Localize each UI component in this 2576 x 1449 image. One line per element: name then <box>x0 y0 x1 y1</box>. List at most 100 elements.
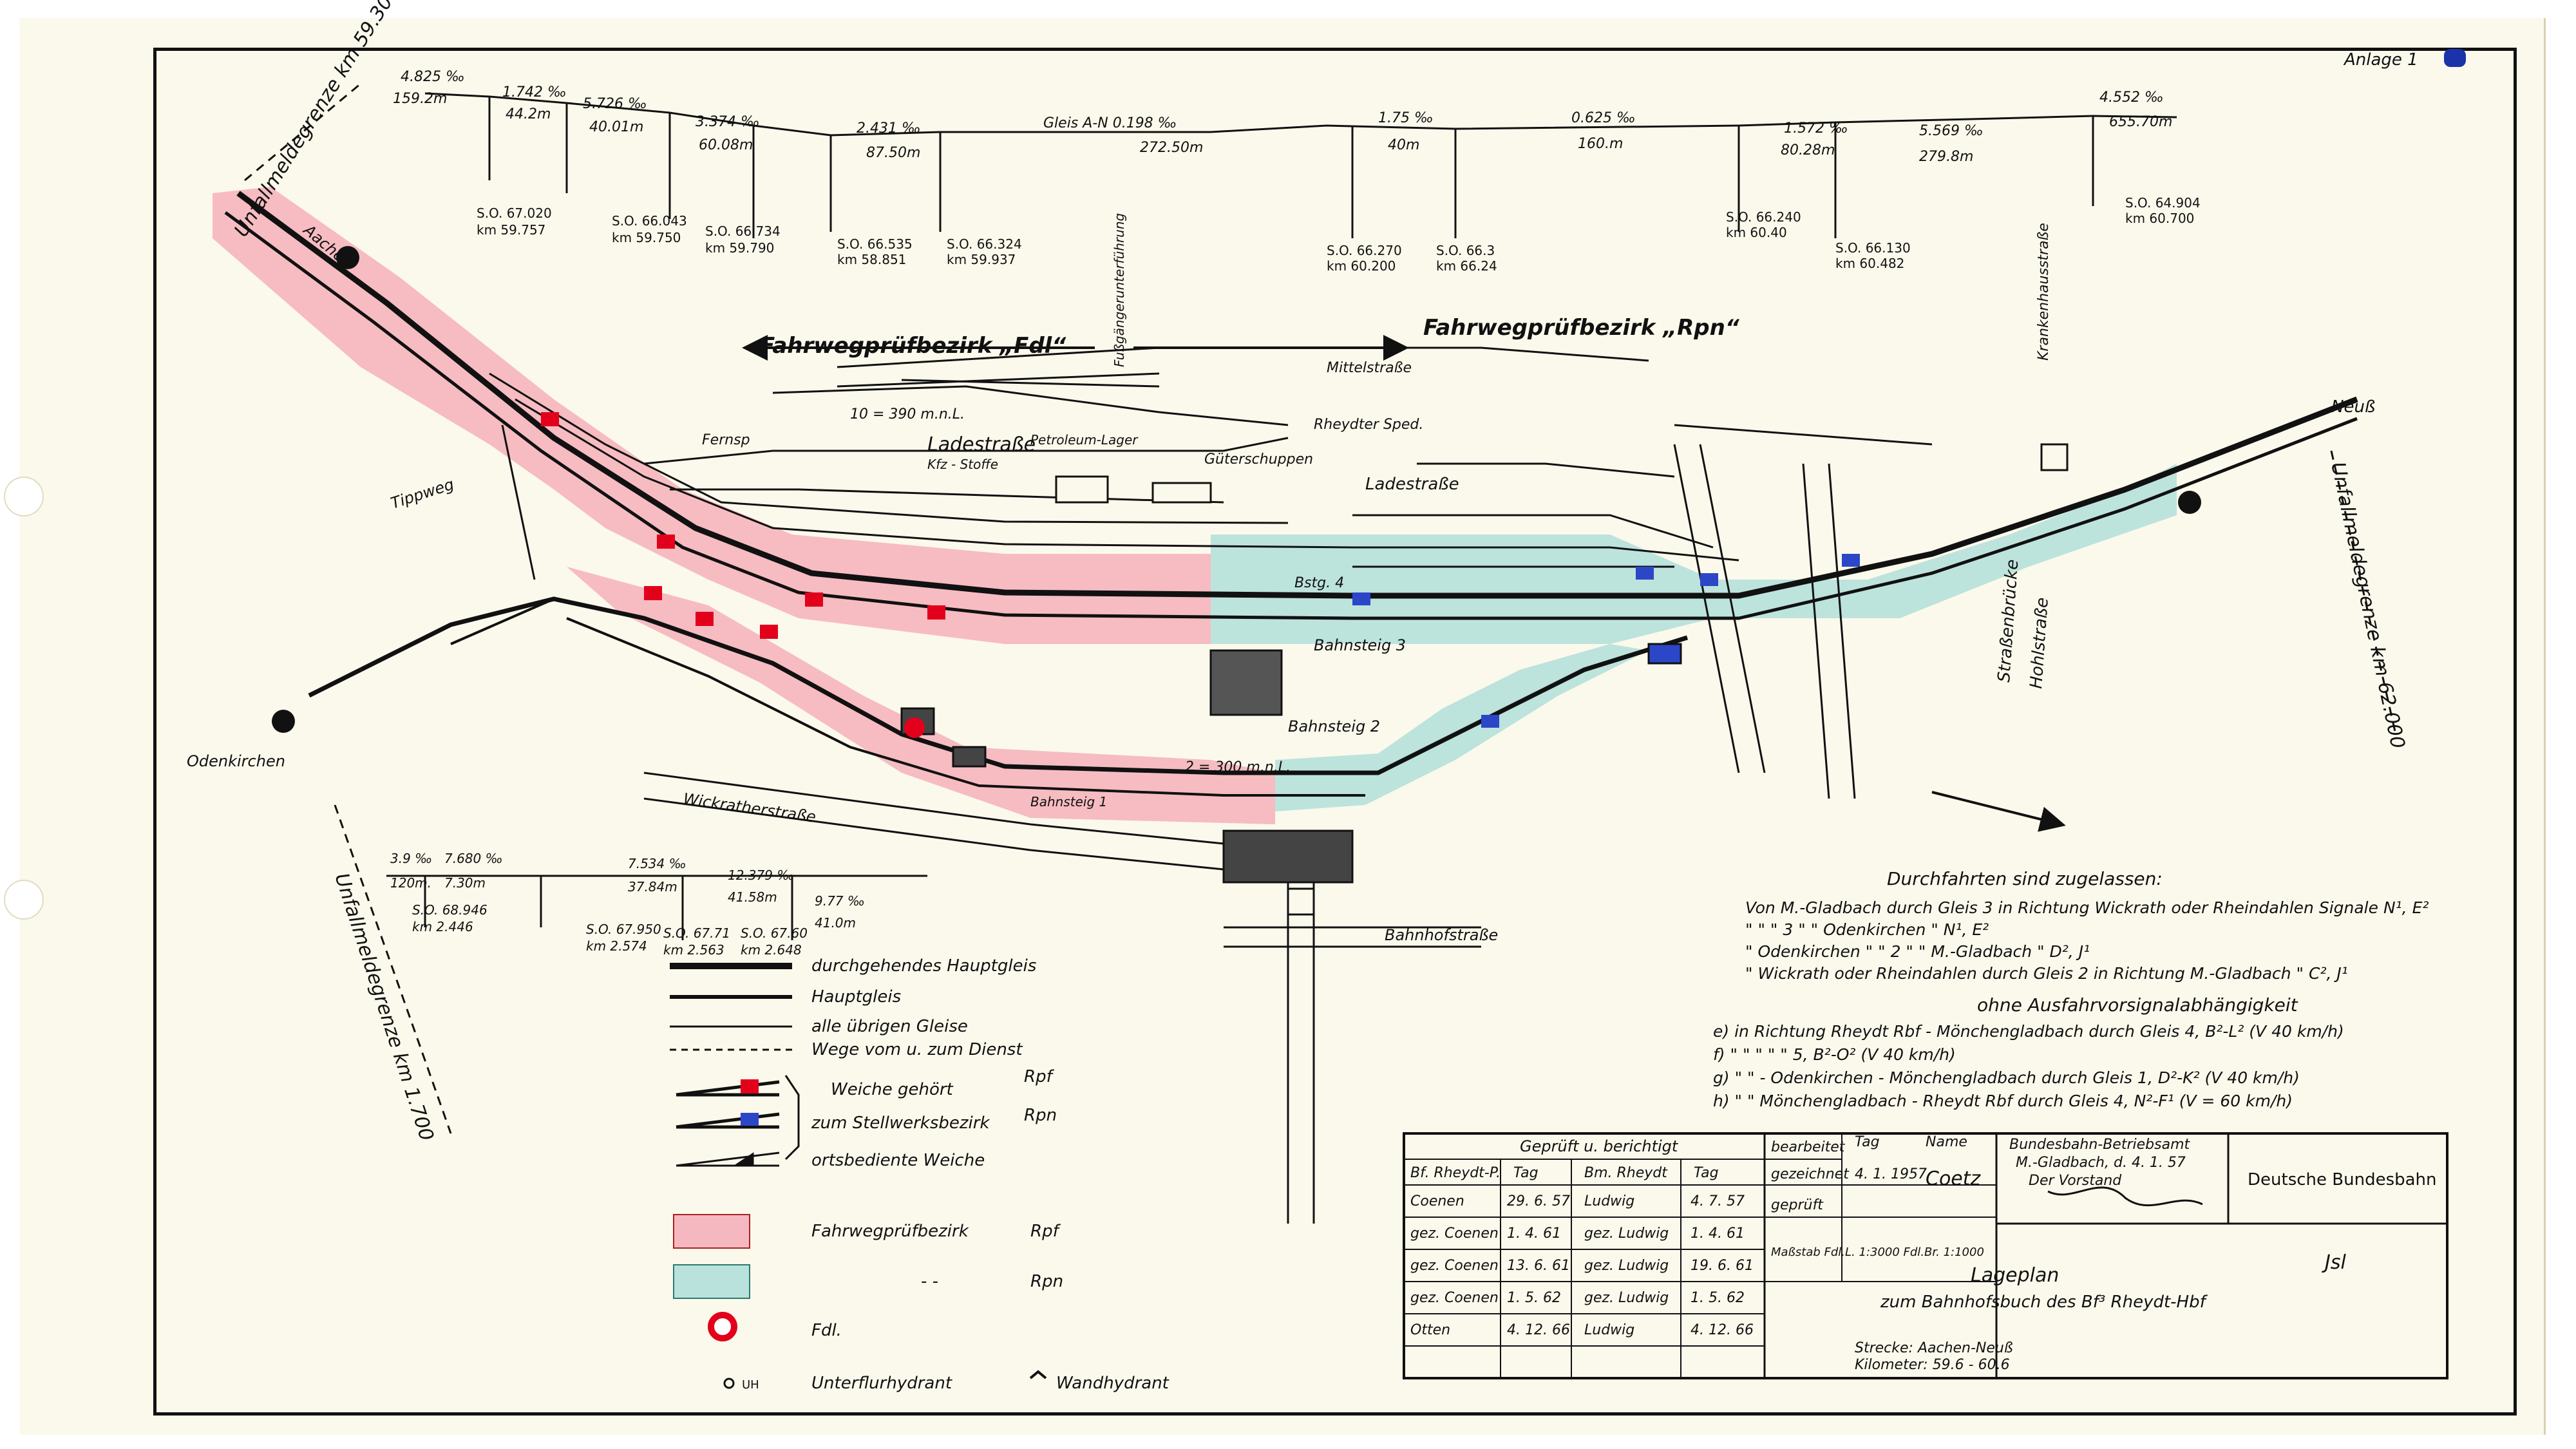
plan-frame <box>153 48 2517 1416</box>
gradient-length: 44.2m <box>506 106 551 122</box>
date: 29. 6. 57 <box>1507 1193 1570 1209</box>
checked-header: Geprüft u. berichtigt <box>1520 1137 1679 1155</box>
mittelstrasse-label: Mittelstraße <box>1327 360 1412 376</box>
gradient-length: 7.30m <box>444 875 486 891</box>
so-km: km 58.851 <box>837 252 906 267</box>
so-label: S.O. 67.020 <box>477 205 552 221</box>
gradient-label: 7.534 ‰ <box>628 856 687 871</box>
zone-arrows <box>742 335 2066 832</box>
col-header: Tag <box>1694 1165 1719 1181</box>
buildings <box>900 443 2069 916</box>
punch-hole <box>4 477 44 516</box>
date: 19. 6. 61 <box>1690 1258 1754 1274</box>
signer: Ludwig <box>1584 1193 1634 1209</box>
gradient-length: 41.58m <box>728 889 777 905</box>
transit-row: e) in Richtung Rheydt Rbf - Mönchengladb… <box>1713 1022 2344 1041</box>
amt-date: M.-Gladbach, d. 4. 1. 57 <box>2016 1155 2186 1171</box>
so-label: S.O. 66.3 <box>1436 243 1495 258</box>
date: 13. 6. 61 <box>1507 1258 1570 1274</box>
ladestrasse2-label: Ladestraße <box>1365 475 1459 494</box>
gradient-length: 80.28m <box>1781 142 1835 158</box>
gradient-label: 4.552 ‰ <box>2099 90 2164 106</box>
legend-rpf2: Rpf <box>1030 1222 1061 1241</box>
so-km: km 60.200 <box>1327 258 1396 274</box>
amt-label: Bundesbahn-Betriebsamt <box>2009 1137 2190 1153</box>
gradient-label: 3.374 ‰ <box>696 114 760 130</box>
gradient-length: 159.2m <box>393 91 447 107</box>
gradient-length: 655.70m <box>2109 114 2172 130</box>
gradient-length: 160.m <box>1578 136 1623 152</box>
so-label: S.O. 66.130 <box>1835 240 1911 256</box>
so-km: km 60.40 <box>1726 225 1787 240</box>
petroleum-label: Petroleum-Lager <box>1030 432 1139 448</box>
gradient-label: 3.9 ‰ <box>390 851 432 866</box>
bahnsteig1-label: Bahnsteig 1 <box>1030 794 1107 810</box>
so-label: S.O. 66.734 <box>705 223 781 239</box>
so-km: km 59.790 <box>705 240 774 256</box>
bahnsteig2-label: Bahnsteig 2 <box>1288 717 1380 735</box>
transit-row: Von M.-Gladbach durch Gleis 3 in Richtun… <box>1745 898 2429 917</box>
legend-symbols: UH <box>670 963 1047 1392</box>
legend-label: durchgehendes Hauptgleis <box>811 956 1036 976</box>
krankenhausstrasse-label: Krankenhausstraße <box>2036 223 2052 361</box>
date: 4. 7. 57 <box>1690 1193 1745 1209</box>
kilometer: Kilometer: 59.6 - 60.6 <box>1855 1357 2010 1373</box>
transit-row: " " " 3 " " Odenkirchen " N¹, E² <box>1745 920 1989 939</box>
gueterschuppen-label: Güterschuppen <box>1204 451 1313 468</box>
date: 1. 4. 61 <box>1690 1226 1745 1242</box>
transit-rules: Durchfahrten sind zugelassen: Von M.-Gla… <box>1713 868 2429 1110</box>
date: 4. 12. 66 <box>1690 1322 1754 1338</box>
so-km: km 66.24 <box>1436 258 1497 274</box>
fdl-zone-label: Fahrwegprüfbezirk „Fdl“ <box>760 333 1066 359</box>
fdl-markers <box>272 246 2201 738</box>
legend-label: - - <box>921 1272 938 1291</box>
so-km: km 59.757 <box>477 222 545 238</box>
unfall-label-1: Unfallmeldegrenze km 59.300 <box>230 0 404 241</box>
gradient-labels-top: 4.825 ‰ 159.2m 1.742 ‰ 44.2m 5.726 ‰ 40.… <box>393 69 2172 165</box>
col-header: Bm. Rheydt <box>1584 1165 1668 1181</box>
anlage-label: Anlage 1 <box>2344 50 2418 70</box>
so-km: km 2.648 <box>741 942 802 958</box>
legend-label: alle übrigen Gleise <box>811 1017 968 1036</box>
wickrathstrasse-label: Wickratherstraße <box>682 790 817 826</box>
date: 1. 5. 62 <box>1507 1290 1561 1306</box>
date: 1. 5. 62 <box>1690 1290 1745 1306</box>
amt-vorstand: Der Vorstand <box>2029 1173 2122 1189</box>
gradient-profile-top <box>424 92 2177 238</box>
so-label: S.O. 66.043 <box>612 213 687 229</box>
switch-markers-red <box>541 412 945 639</box>
geprueft-label: geprüft <box>1771 1197 1824 1213</box>
signer: gez. Ludwig <box>1584 1226 1669 1242</box>
bearbeitet-label: bearbeitet <box>1771 1139 1846 1155</box>
transit-row: h) " " Mönchengladbach - Rheydt Rbf durc… <box>1713 1092 2293 1110</box>
db-label: Deutsche Bundesbahn <box>2248 1170 2437 1189</box>
gradient-labels-bottom: 3.9 ‰ 120m. 7.680 ‰ 7.30m 7.534 ‰ 37.84m… <box>390 851 865 958</box>
date: 1. 4. 61 <box>1507 1226 1561 1242</box>
gradient-label: 5.569 ‰ <box>1919 123 1984 139</box>
svg-text:UH: UH <box>742 1378 759 1392</box>
neuss-label: Neuß <box>2331 397 2375 417</box>
so-label: S.O. 64.904 <box>2125 195 2201 211</box>
so-label: S.O. 66.240 <box>1726 209 1801 225</box>
col-header: Bf. Rheydt-P. <box>1410 1165 1501 1181</box>
kfz-label: Kfz - Stoffe <box>927 457 998 472</box>
signer: Ludwig <box>1584 1322 1634 1338</box>
uh-label: Unterflurhydrant <box>811 1374 952 1393</box>
signer: gez. Coenen <box>1410 1258 1499 1274</box>
fussgaenger-label: Fußgängerunterführung <box>1112 213 1127 367</box>
odenkirchen-label: Odenkirchen <box>187 752 285 770</box>
so-label: S.O. 66.324 <box>947 236 1022 252</box>
name-value: Coetz <box>1926 1168 1982 1190</box>
switch-markers-blue <box>1352 554 1860 728</box>
col-header: Tag <box>1513 1165 1539 1181</box>
legend-rpn2: Rpn <box>1030 1272 1063 1291</box>
jsl-label: Jsl <box>2322 1251 2346 1274</box>
name-label: Name <box>1926 1134 1967 1150</box>
gradient-length: 41.0m <box>815 915 856 931</box>
gradient-label: 1.75 ‰ <box>1378 110 1434 126</box>
title-block-text: Geprüft u. berichtigt Bf. Rheydt-P. Tag … <box>1410 1134 2437 1373</box>
legend-label: Wege vom u. zum Dienst <box>811 1040 1023 1059</box>
legend-label: Fdl. <box>811 1321 842 1340</box>
signer: gez. Coenen <box>1410 1226 1499 1242</box>
